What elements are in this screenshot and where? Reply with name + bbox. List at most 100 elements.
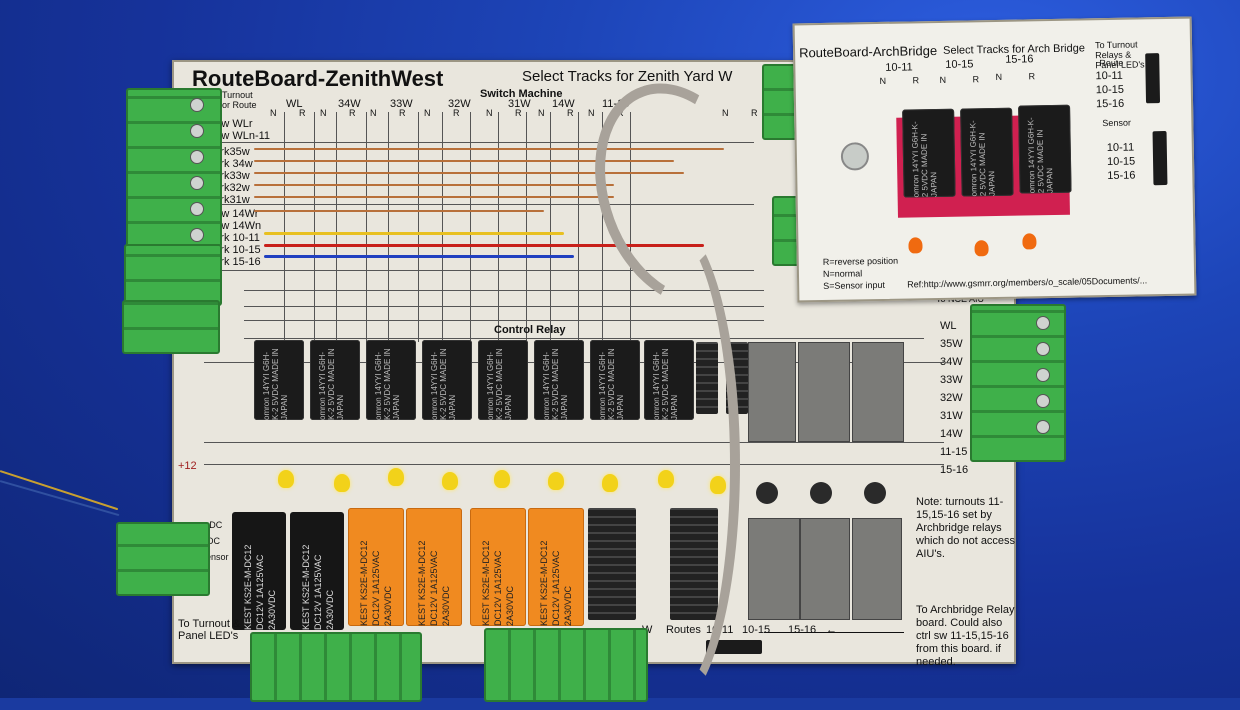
io-plus-dc: +DC [204,520,223,530]
arch-relay: omron 14YYI G6H-K-2 5VDC MADE IN JAPAN [960,107,1014,197]
nr-marks: N R [424,108,470,118]
grid-line [366,112,367,342]
nr-marks: N R [995,71,1048,82]
row-label: Trk35w [214,146,250,158]
grid-line [244,320,764,321]
empty-pad [748,342,796,442]
arch-legend: R=reverse position [822,255,899,268]
terminal-block [116,522,210,596]
turnout-note: Note: turnouts 11-15,15-16 set by Archbr… [916,496,1016,560]
control-relay: omron 14YYI G6H-K-2 5VDC MADE IN JAPAN [310,340,360,420]
screw [190,202,204,216]
terminal-block [484,628,648,702]
empty-pad [852,518,902,620]
arrow-icon: ← [826,624,837,636]
control-relay: omron 14YYI G6H-K-2 5VDC MADE IN JAPAN [534,340,584,420]
nr-marks: N R [320,108,366,118]
grid-line [314,112,315,342]
mounting-screw [840,142,870,171]
aiu-item: 31W [940,410,963,422]
switch-machine-label: Switch Machine [480,88,563,100]
copper-wire [254,172,684,174]
row-label: Sw WLr [214,118,253,130]
io-minus-dc: -DC [204,536,220,546]
arch-col: 15-16 [1005,53,1034,66]
row-label: Trk 10-15 [214,244,261,256]
io-sensor: Sensor [200,552,229,562]
row-label: Trk32w [214,182,250,194]
control-relay: omron 14YYI G6H-K-2 5VDC MADE IN JAPAN [422,340,472,420]
handwritten-mark: +12 [178,460,197,472]
row-label: Trk33w [214,170,250,182]
screw [1036,342,1050,356]
empty-pad [800,518,850,620]
arch-sensor-route: 15-16 [1107,169,1136,183]
kest-relay-orange: KEST KS2E-M-DC12 DC12V 1A125VAC 2A30VDC [470,508,526,626]
board-subtitle: Select Tracks for Zenith Yard W [522,68,733,85]
row-label: Sw 14Wr [214,208,259,220]
screw [1036,394,1050,408]
routeboard-archbridge: RouteBoard-ArchBridge Select Tracks for … [792,16,1197,303]
grid-line [244,338,924,339]
aiu-item: 15-16 [940,464,969,476]
col-31w: 31W [508,98,531,110]
screw [190,176,204,190]
turnout-header: Turnout or Route [222,90,257,110]
grid-line [388,112,389,342]
empty-led-hole [756,482,778,504]
empty-pad [852,342,904,442]
yellow-wire [264,232,564,235]
copper-wire [254,160,674,162]
aiu-item: 35W [940,338,963,350]
grid-line [284,112,285,342]
kest-relay-orange: KEST KS2E-M-DC12 DC12V 1A125VAC 2A30VDC [528,508,584,626]
kest-relay-orange: KEST KS2E-M-DC12 DC12V 1A125VAC 2A30VDC [406,508,462,626]
turnout-led-note: To Turnout & Panel LED's [178,618,241,642]
arch-relay: omron 14YYI G6H-K-2 5VDC MADE IN JAPAN [902,108,956,198]
archbridge-note: To Archbridge Relay board. Could also ct… [916,604,1015,668]
nr-marks: N R [270,108,316,118]
grid-line [602,112,603,342]
screw [1036,368,1050,382]
nr-marks: N R [939,74,992,85]
aiu-item: WL [940,320,957,332]
screw [190,124,204,138]
arch-route: 10-11 [1095,69,1123,83]
kest-relay-orange: KEST KS2E-M-DC12 DC12V 1A125VAC 2A30VDC [348,508,404,626]
empty-pad [798,342,850,442]
col-wl: WL [286,98,303,110]
control-relay: omron 14YYI G6H-K-2 5VDC MADE IN JAPAN [478,340,528,420]
grid-line [204,442,944,443]
aiu-item: 33W [940,374,963,386]
terminal-block [126,88,222,248]
aiu-item: 14W [940,428,963,440]
col-14w: 14W [552,98,575,110]
col-33w: 33W [390,98,413,110]
row-label: Trk31w [214,194,250,206]
pin-header [706,640,762,654]
led-yellow [388,468,404,486]
led-yellow [494,470,510,488]
empty-led-hole [864,482,886,504]
red-wire [264,244,704,247]
pin-header [1152,130,1168,186]
row-label: Trk 15-16 [214,256,261,268]
grid-line [498,112,499,342]
led-yellow [278,470,294,488]
copper-wire [254,148,724,150]
gray-cable [600,220,740,710]
empty-pad [748,518,800,620]
screw [1036,316,1050,330]
row-label: Trk 10-11 [214,232,260,244]
board-title: RouteBoard-ZenithWest [192,66,444,91]
arch-route: 10-15 [1095,83,1125,97]
empty-led-hole [810,482,832,504]
kest-relay-black: KEST KS2E-M-DC12 DC12V 1A125VAC 2A30VDC [232,512,286,630]
arch-col: 10-11 [885,61,913,74]
grid-line [214,142,754,143]
arch-col: 10-15 [945,58,974,71]
nr-marks: N R [588,108,634,118]
arch-url: Ref:http://www.gsmrr.org/members/o_scale… [907,275,1148,290]
grid-line [204,464,944,465]
arch-route-label: Route [1099,57,1124,69]
